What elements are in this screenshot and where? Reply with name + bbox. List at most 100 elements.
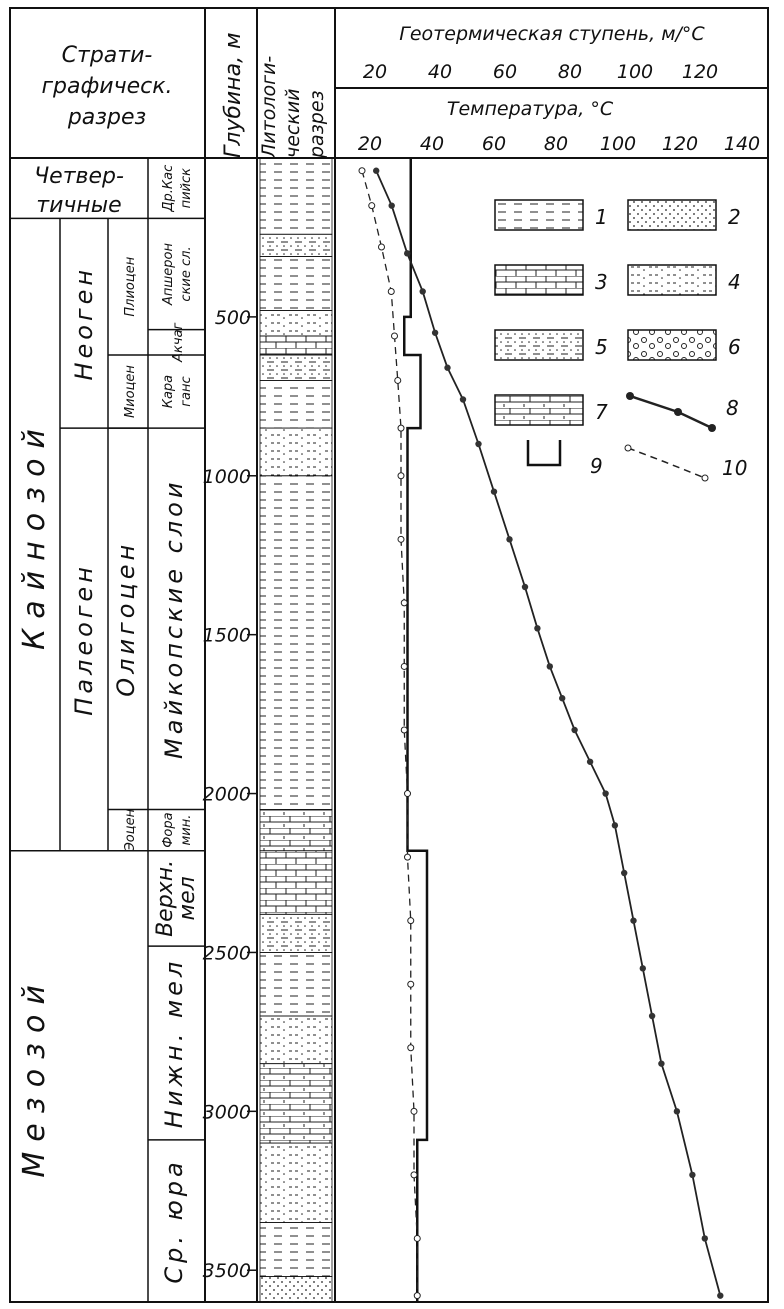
- legend-swatch-3: [494, 264, 584, 296]
- depth-tick-2500: 2500: [203, 942, 251, 964]
- lithology-band: [259, 850, 333, 915]
- strat-header-line2: графическ.: [41, 74, 172, 99]
- stage-label-2: Акчаг: [171, 323, 186, 363]
- legend-swatch-7: [494, 394, 584, 426]
- legend-label-10: 10: [722, 456, 747, 480]
- stage-label-0-b: пийск: [179, 168, 194, 209]
- system-label-0: Неоген: [70, 266, 98, 381]
- geothermal-tick-40: 40: [428, 61, 452, 83]
- lithology-band: [259, 157, 333, 235]
- temperature-point: [717, 1292, 724, 1299]
- temperature-point: [586, 758, 594, 765]
- plot-area: [358, 158, 724, 1302]
- temperature-tick-60: 60: [482, 133, 506, 155]
- gradient-point: [397, 535, 405, 543]
- gradient-point: [400, 599, 408, 607]
- gradient-point: [404, 853, 411, 861]
- temperature-point: [611, 822, 619, 829]
- geothermal-tick-80: 80: [558, 61, 582, 83]
- mesozoic-unit-label-1: Нижн. мел: [160, 958, 188, 1128]
- lithology-band: [259, 809, 333, 852]
- temperature-point: [658, 1060, 665, 1067]
- legend-label-9: 9: [590, 454, 603, 478]
- geothermal-tick-20: 20: [363, 61, 387, 83]
- era-label-1: Мезозой: [17, 975, 52, 1177]
- stage-label-3-b: ганс: [179, 376, 194, 406]
- temperature-point: [546, 663, 553, 670]
- gradient-point: [400, 726, 408, 734]
- depth-tick-3500: 3500: [203, 1260, 251, 1282]
- temperature-point: [689, 1171, 696, 1179]
- quaternary-label-2: тичные: [36, 193, 121, 218]
- stage-label-1-b: ские сл.: [179, 246, 194, 301]
- gradient-curve-line: [361, 170, 418, 1296]
- temperature-point: [534, 625, 541, 632]
- lithology-band: [259, 1222, 333, 1277]
- gradient-point: [410, 1171, 418, 1179]
- legend-line-10: [627, 447, 706, 479]
- lithology-band: [259, 310, 333, 337]
- gradient-point: [413, 1234, 421, 1242]
- legend-line-8: [629, 394, 713, 430]
- temperature-tick-20: 20: [358, 133, 382, 155]
- legend-dot-10: [624, 444, 632, 452]
- temperature-tick-40: 40: [420, 133, 444, 155]
- temperature-point: [621, 869, 628, 877]
- legend-label-7: 7: [595, 400, 608, 424]
- temperature-point: [459, 396, 467, 403]
- legend-line-9: [526, 440, 562, 467]
- depth-tick-3000: 3000: [203, 1101, 251, 1123]
- geothermal-tick-60: 60: [493, 61, 517, 83]
- stage-label-1-a: Апшерон: [161, 242, 176, 305]
- mesozoic-unit-label-0-a: Верхн.: [153, 860, 178, 937]
- series-label-0: Плиоцен: [123, 256, 138, 316]
- era-label-0: Кайнозой: [17, 419, 52, 650]
- temperature-point: [630, 917, 637, 924]
- temperature-point: [431, 329, 439, 336]
- stratigraphy-labels: Четвер-тичныеКайнозойМезозойНеогенПалеог…: [17, 164, 200, 1284]
- geothermal-axis-title: Геотермическая ступень, м/°С: [399, 23, 705, 45]
- gradient-point: [358, 167, 366, 175]
- temperature-point: [648, 1012, 656, 1020]
- gradient-point: [378, 243, 385, 251]
- litho-header-line1: Литологи-: [258, 56, 280, 159]
- lithology-band: [259, 380, 333, 429]
- stage-label-3-a: Кара: [161, 375, 176, 408]
- lithology-band: [259, 1142, 333, 1223]
- depth-header: Глубина, м: [221, 32, 246, 158]
- lithology-band: [259, 1276, 333, 1303]
- lithology-band: [259, 256, 333, 311]
- strat-header-line1: Страти-: [62, 43, 153, 68]
- temperature-point: [639, 965, 646, 972]
- geothermal-tick-100: 100: [617, 61, 653, 83]
- legend-label-4: 4: [728, 270, 741, 294]
- legend-swatch-5: [494, 329, 584, 361]
- depth-tick-1000: 1000: [203, 466, 251, 488]
- stage-label-5-a: Фора: [161, 812, 176, 847]
- temperature-point: [571, 726, 578, 734]
- temperature-point: [444, 364, 451, 371]
- gradient-point: [407, 917, 415, 925]
- stratigraphy-grid: [10, 158, 205, 1303]
- legend-label-1: 1: [595, 205, 608, 229]
- temperature-point: [559, 695, 566, 702]
- legend-dot-8: [626, 392, 634, 400]
- gradient-point: [404, 790, 411, 798]
- legend-label-8: 8: [726, 396, 739, 420]
- lithology-band: [259, 354, 333, 381]
- legend-label-3: 3: [595, 270, 608, 294]
- quaternary-label-1: Четвер-: [34, 164, 124, 189]
- strat-header: Страти- графическ. разрез: [41, 43, 172, 130]
- series-label-1: Миоцен: [123, 365, 138, 418]
- gradient-point: [391, 332, 398, 340]
- gradient-point: [387, 287, 395, 295]
- depth-tick-2000: 2000: [203, 784, 251, 806]
- lithology-band: [259, 335, 333, 356]
- legend-label-6: 6: [728, 335, 741, 359]
- temperature-tick-140: 140: [724, 133, 760, 155]
- gradient-point: [407, 1044, 415, 1052]
- strat-header-line3: разрез: [67, 105, 146, 130]
- legend-swatch-4: [627, 264, 717, 296]
